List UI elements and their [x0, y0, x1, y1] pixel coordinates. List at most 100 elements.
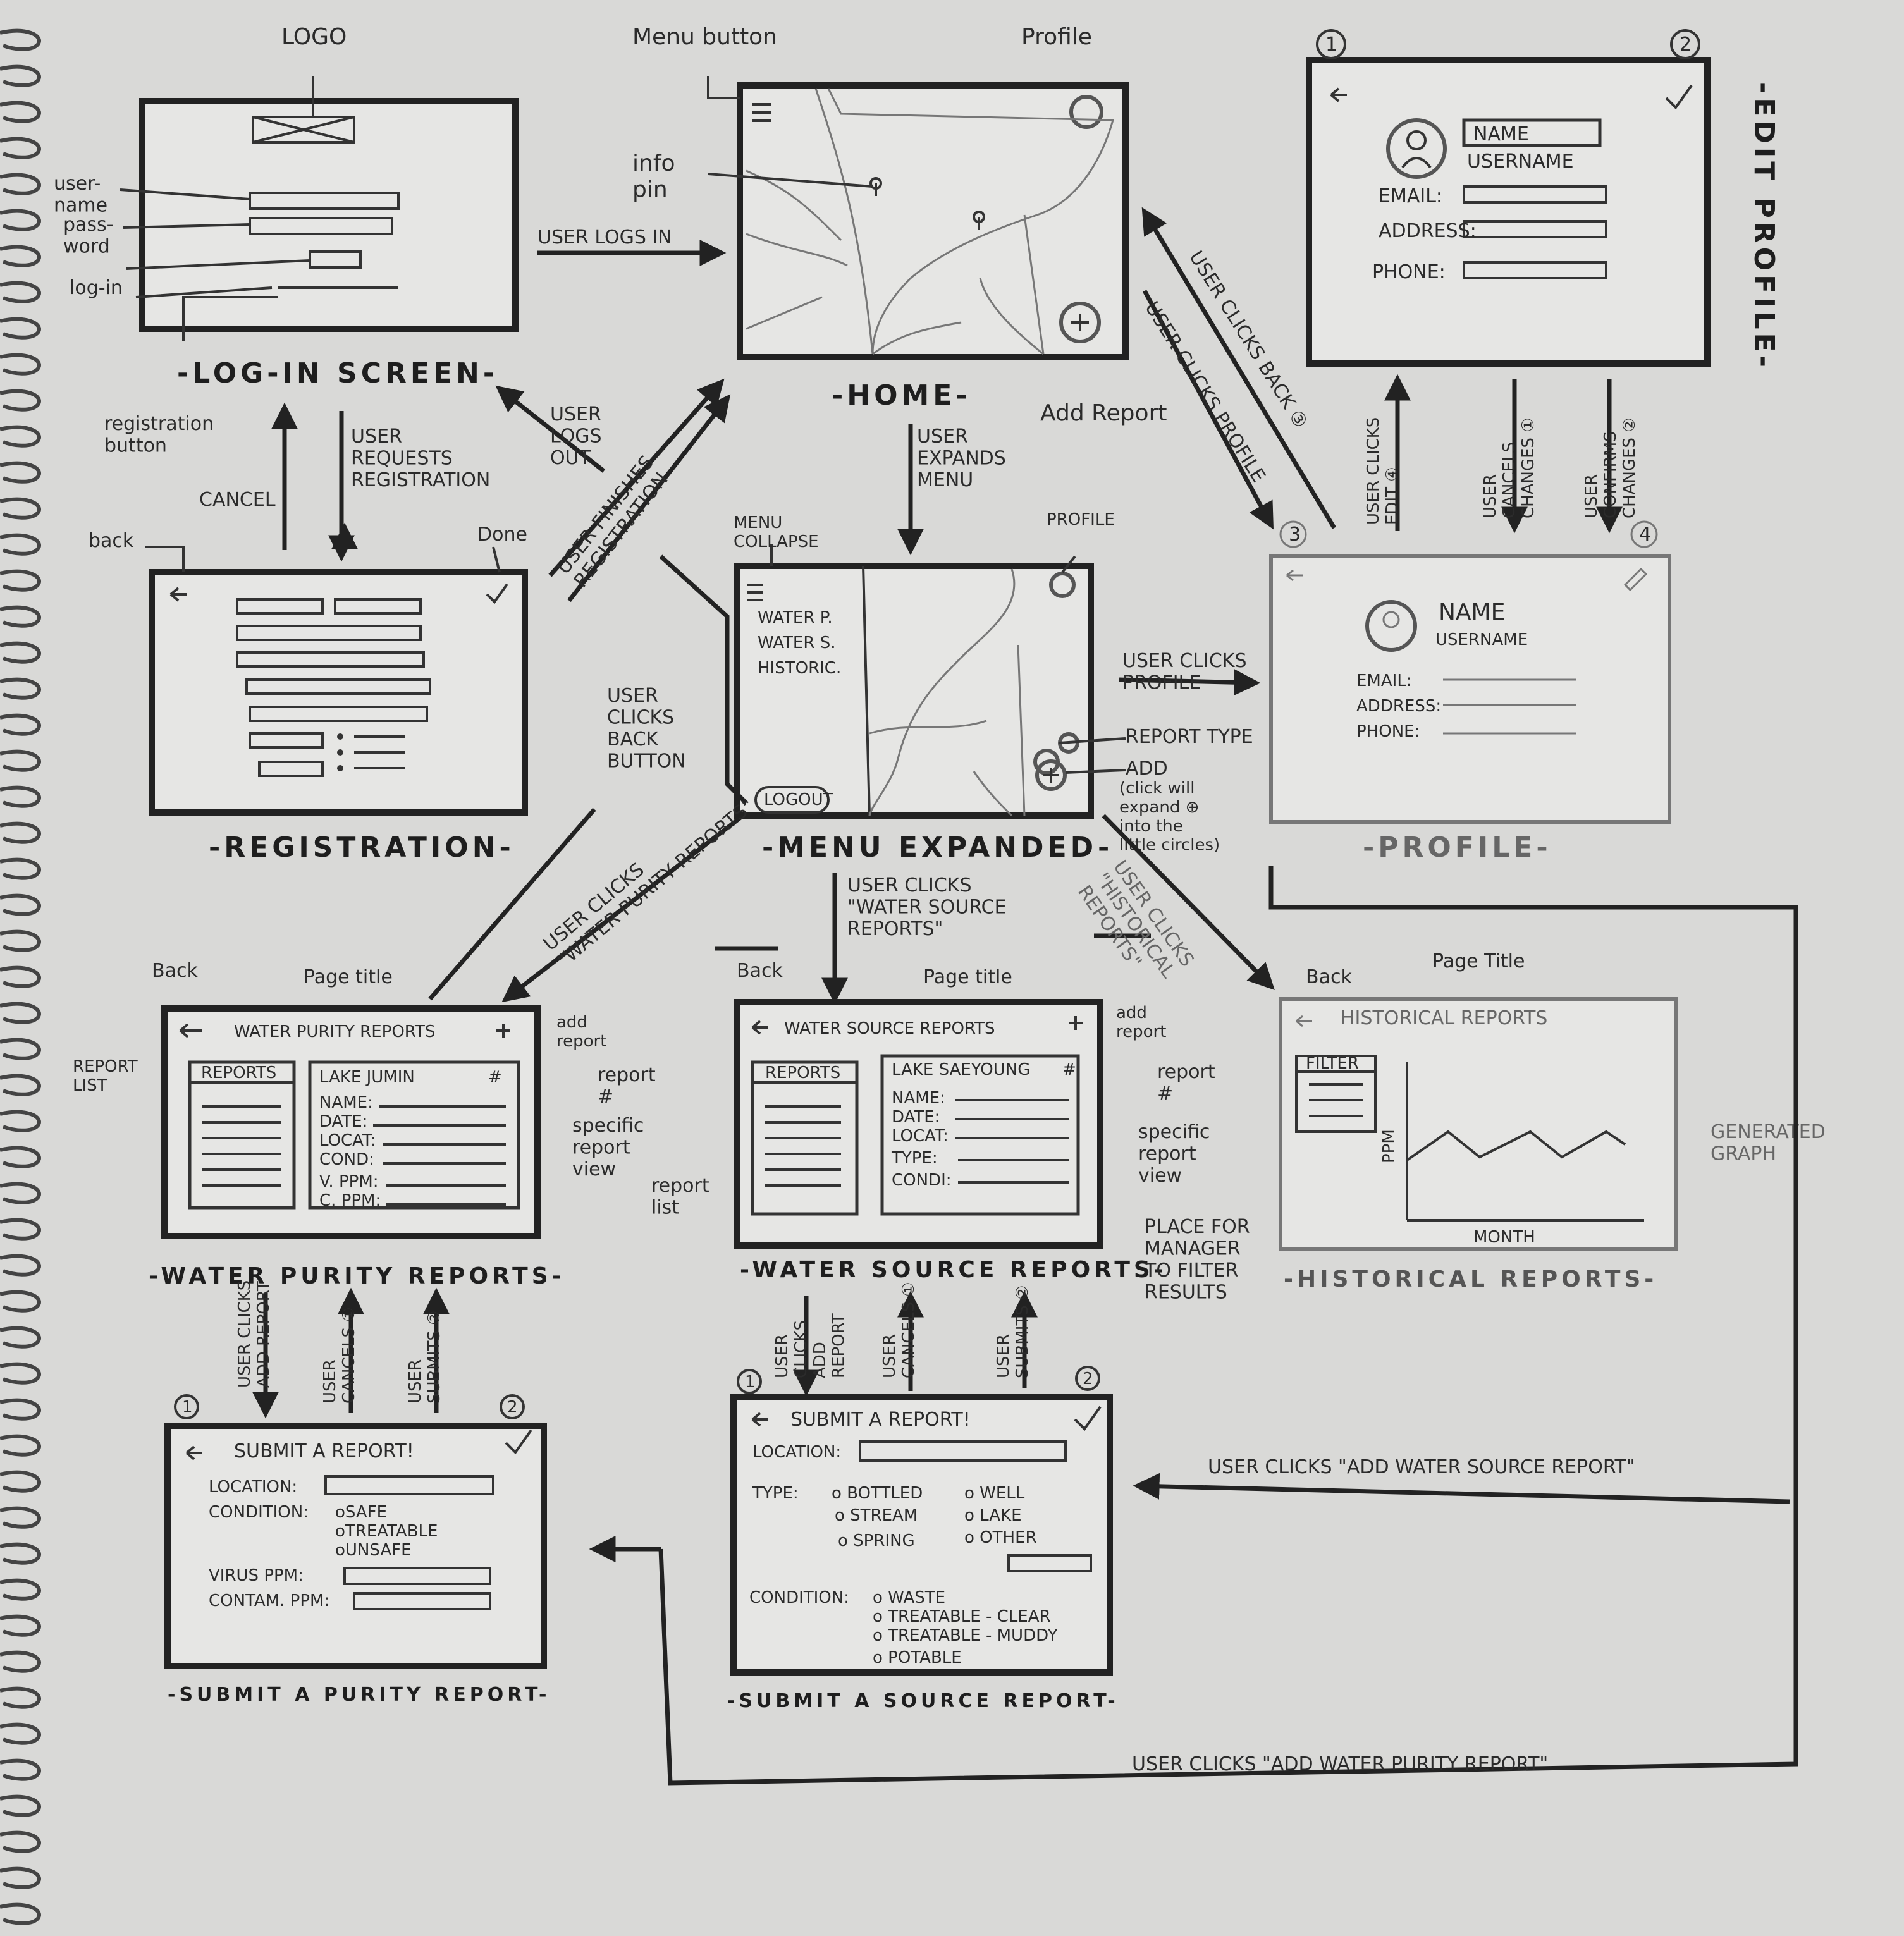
spiral-ring [0, 1794, 41, 1817]
registration-screen [145, 546, 528, 816]
water-source-screen [734, 999, 1103, 1249]
spiral-ring [0, 965, 41, 988]
transition-clicks-water-purity: USER CLICKS"WATER PURITY REPORTS" [539, 778, 759, 972]
add-label: ADD [1126, 757, 1168, 780]
home-profile-label: Profile [1021, 24, 1092, 50]
source-back-label: Back [737, 960, 783, 982]
submit-source-location: LOCATION: [752, 1443, 841, 1462]
source-reports-tab: REPORTS [765, 1063, 840, 1082]
notebook-spiral [0, 28, 41, 1925]
purity-report-num-label: report# [598, 1064, 656, 1108]
purity-header: WATER PURITY REPORTS [234, 1022, 435, 1041]
spiral-ring [0, 1542, 41, 1565]
registration-title: -REGISTRATION- [209, 831, 515, 864]
edit-profile-screen [1306, 29, 1711, 367]
purity-field-date: DATE: [319, 1112, 367, 1131]
spiral-ring [0, 1290, 41, 1313]
username-label: user-name [54, 173, 107, 217]
spiral-ring [0, 137, 41, 159]
password-label: pass-word [63, 214, 114, 258]
source-field-locat: LOCAT: [892, 1127, 949, 1146]
registration-back-label: back [89, 530, 134, 552]
home-screen-title: -HOME- [832, 379, 971, 412]
profile-name: NAME [1439, 599, 1505, 625]
edit-profile-address: ADDRESS: [1379, 220, 1477, 242]
submit-source-cond-clear: o TREATABLE - CLEAR [873, 1607, 1051, 1626]
transition-clicks-edit: USER CLICKSEDIT ④ [1364, 417, 1402, 525]
submit-source-cond-potable: o POTABLE [873, 1648, 962, 1667]
menu-expanded-screen [734, 544, 1094, 819]
menu-item-water-source: WATER S. [758, 634, 835, 652]
spiral-ring [0, 713, 41, 736]
submit-purity-num1: 1 [182, 1398, 193, 1417]
submit-source-opt-well: o WELL [964, 1484, 1025, 1503]
transition-purity-add: USER CLICKSADD REPORT [235, 1280, 273, 1388]
spiral-ring [0, 1830, 41, 1853]
spiral-ring [0, 857, 41, 880]
edit-profile-num1: 1 [1325, 34, 1337, 56]
login-screen-title: -LOG-IN SCREEN- [177, 357, 498, 389]
submit-source-condition: CONDITION: [749, 1588, 849, 1607]
transition-purity-submit: USERSUBMITS ② [406, 1311, 444, 1404]
submit-source-cond-waste: o WASTE [873, 1588, 945, 1607]
spiral-ring [0, 1722, 41, 1745]
spiral-ring [0, 281, 41, 303]
spiral-ring [0, 1110, 41, 1132]
purity-hash: # [488, 1068, 502, 1087]
submit-source-opt-spring: o SPRING [838, 1531, 915, 1550]
profile-num4: 4 [1639, 524, 1651, 546]
spiral-ring [0, 1506, 41, 1529]
submit-source-opt-lake: o LAKE [964, 1506, 1022, 1525]
submit-source-title: -SUBMIT A SOURCE REPORT- [727, 1690, 1119, 1712]
submit-purity-header: SUBMIT A REPORT! [234, 1440, 414, 1462]
spiral-ring [0, 245, 41, 267]
submit-purity-screen [164, 1394, 547, 1669]
transition-source-add: USERCLICKSADDREPORT [773, 1313, 849, 1378]
edit-profile-title: -EDIT PROFILE- [1748, 82, 1780, 371]
edit-profile-username: USERNAME [1467, 150, 1574, 173]
submit-source-num2: 2 [1083, 1369, 1093, 1388]
spiral-ring [0, 1434, 41, 1457]
historical-page-title-label: Page Title [1432, 950, 1525, 972]
historical-ylabel: PPM [1380, 1129, 1399, 1163]
purity-field-cppm: C. PPM: [319, 1191, 381, 1210]
submit-source-header: SUBMIT A REPORT! [790, 1409, 971, 1431]
menu-item-water-purity: WATER P. [758, 608, 833, 627]
menu-logout-label: LOGOUT [764, 790, 833, 809]
edit-profile-email: EMAIL: [1379, 185, 1442, 207]
menu-button-label: Menu button [632, 24, 777, 50]
spiral-ring [0, 893, 41, 916]
spiral-ring [0, 605, 41, 628]
source-field-name: NAME: [892, 1089, 945, 1108]
historical-filter: FILTER [1306, 1054, 1359, 1073]
profile-num3: 3 [1289, 524, 1301, 546]
spiral-ring [0, 1470, 41, 1493]
add-report-label: Add Report [1040, 400, 1167, 426]
submit-source-type: TYPE: [752, 1484, 799, 1503]
spiral-ring [0, 1326, 41, 1349]
submit-purity-title: -SUBMIT A PURITY REPORT- [168, 1684, 550, 1706]
report-type-label: REPORT TYPE [1126, 726, 1253, 748]
historical-title: -HISTORICAL REPORTS- [1284, 1266, 1657, 1292]
historical-back-label: Back [1306, 966, 1352, 988]
submit-source-screen [730, 1366, 1113, 1676]
spiral-ring [0, 533, 41, 556]
source-lake: LAKE SAEYOUNG [892, 1060, 1030, 1079]
submit-source-opt-other: o OTHER [964, 1528, 1037, 1547]
menu-profile-label: PROFILE [1047, 510, 1115, 529]
historical-xlabel: MONTH [1473, 1228, 1535, 1247]
spiral-ring [0, 569, 41, 592]
profile-email: EMAIL: [1356, 671, 1412, 690]
spiral-ring [0, 1254, 41, 1277]
submit-purity-virus: VIRUS PPM: [209, 1566, 304, 1585]
source-field-type: TYPE: [891, 1149, 938, 1168]
